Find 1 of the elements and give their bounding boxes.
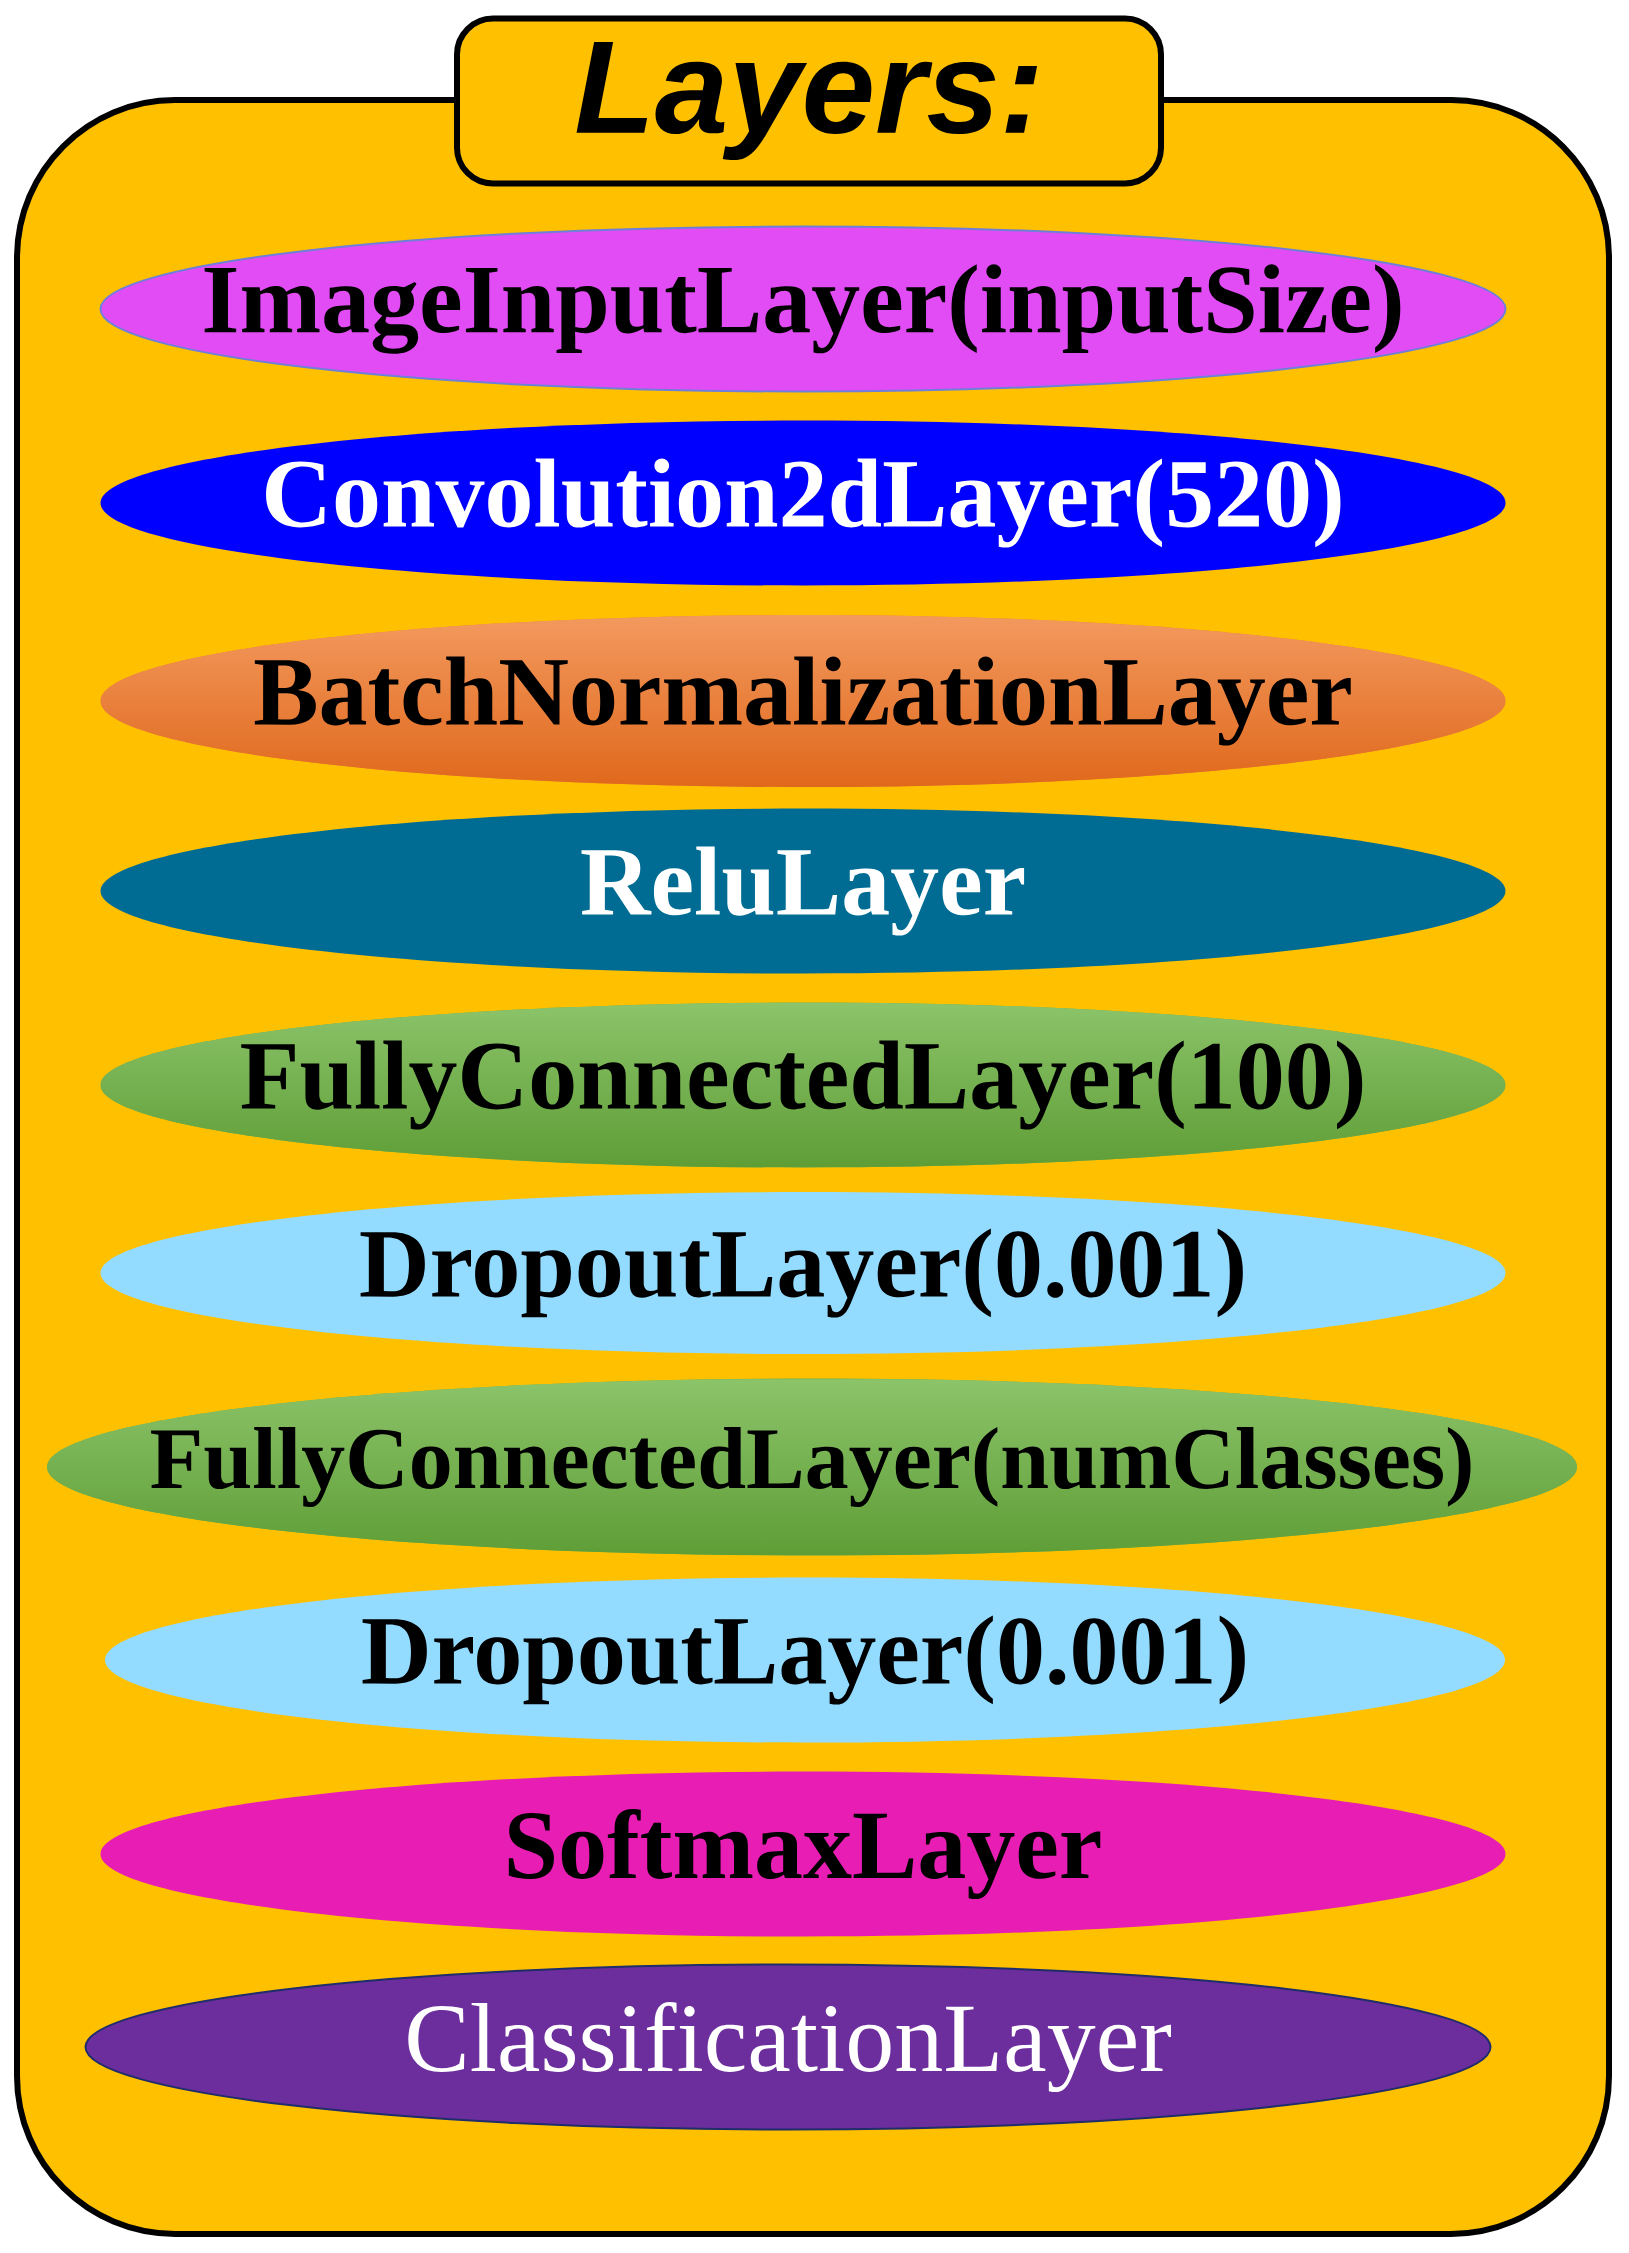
heading-tab: Layers: <box>454 15 1164 187</box>
